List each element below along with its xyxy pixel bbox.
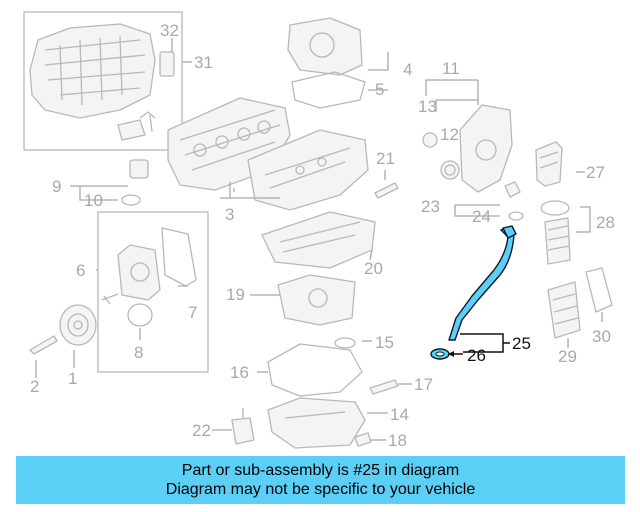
valve-cover — [247, 129, 369, 211]
callout-6: 6 — [76, 261, 85, 280]
callout-31: 31 — [194, 53, 213, 72]
timing-case-cover — [459, 104, 513, 193]
front-cover-gasket — [161, 227, 197, 287]
oil-cooler — [547, 281, 581, 339]
callout-22: 22 — [192, 421, 211, 440]
manifold-sensor — [117, 119, 146, 141]
callout-3: 3 — [225, 205, 234, 224]
callout-17: 17 — [414, 375, 433, 394]
bolt-6 — [101, 293, 119, 305]
banner-line-2: Diagram may not be specific to your vehi… — [165, 481, 476, 498]
callout-23: 23 — [421, 197, 440, 216]
dipstick-seal-ring — [430, 348, 450, 360]
upper-timing-cover — [287, 17, 363, 76]
callout-29: 29 — [558, 347, 577, 366]
oil-pan-gasket — [267, 343, 363, 397]
intake-manifold-group — [23, 11, 183, 151]
seal-17 — [369, 379, 399, 395]
callout-1: 1 — [68, 369, 77, 388]
callout-16: 16 — [230, 363, 249, 382]
breather-23 — [504, 181, 521, 198]
callout-9: 9 — [52, 177, 61, 196]
dipstick-guide-tube — [448, 225, 517, 341]
cooler-gasket — [585, 267, 613, 313]
callout-10: 10 — [84, 191, 103, 210]
camshaft-seal-13 — [422, 132, 438, 148]
callout-4: 4 — [403, 60, 412, 79]
callout-25: 25 — [512, 334, 531, 353]
info-banner: Part or sub-assembly is #25 in diagram D… — [16, 456, 625, 504]
callout-24: 24 — [472, 207, 491, 226]
callout-8: 8 — [134, 343, 143, 362]
oil-filter — [540, 200, 571, 265]
intake-manifold-box — [23, 11, 183, 151]
callout-27: 27 — [586, 163, 605, 182]
oil-filter-housing — [535, 141, 563, 187]
drain-plug-18 — [354, 432, 372, 447]
callout-28: 28 — [596, 213, 615, 232]
engine-parts-diagram: 1 2 3 4 5 6 7 8 9 10 11 12 13 14 15 16 1… — [23, 11, 615, 450]
timing-cover-gasket — [291, 71, 366, 109]
crank-pulley — [59, 304, 97, 346]
callout-19: 19 — [226, 285, 245, 304]
oil-pan-lower — [267, 397, 366, 449]
callout-12: 12 — [440, 125, 459, 144]
intake-manifold — [29, 23, 156, 119]
crank-seal-12 — [440, 160, 460, 180]
seal-ring-10 — [121, 194, 141, 206]
callout-21: 21 — [376, 149, 395, 168]
banner-line-1: Part or sub-assembly is #25 in diagram — [181, 462, 460, 479]
seal-15 — [334, 337, 356, 349]
callout-18: 18 — [388, 431, 407, 450]
oil-pump-19 — [277, 274, 356, 326]
callout-26: 26 — [467, 346, 486, 365]
sensor-21 — [374, 182, 399, 199]
callout-7: 7 — [188, 303, 197, 322]
callout-2: 2 — [30, 377, 39, 396]
front-cover-box — [97, 211, 209, 373]
callout-14: 14 — [390, 405, 409, 424]
callout-13: 13 — [418, 97, 437, 116]
pulley-bolt — [29, 335, 58, 355]
callout-30: 30 — [592, 327, 611, 346]
oil-level-sensor — [231, 408, 255, 445]
oil-pan-upper — [261, 211, 376, 269]
manifold-gasket — [159, 51, 175, 77]
front-cover-group — [97, 211, 209, 373]
callout-5: 5 — [375, 80, 384, 99]
seal-8 — [127, 303, 153, 327]
callout-20: 20 — [364, 259, 383, 278]
vent-valve-9 — [129, 159, 149, 179]
callout-11: 11 — [442, 59, 460, 78]
callout-25-leader — [460, 333, 510, 353]
front-cover — [117, 244, 161, 301]
callout-15: 15 — [375, 333, 394, 352]
seal-24 — [508, 211, 524, 221]
callout-32: 32 — [160, 21, 179, 40]
